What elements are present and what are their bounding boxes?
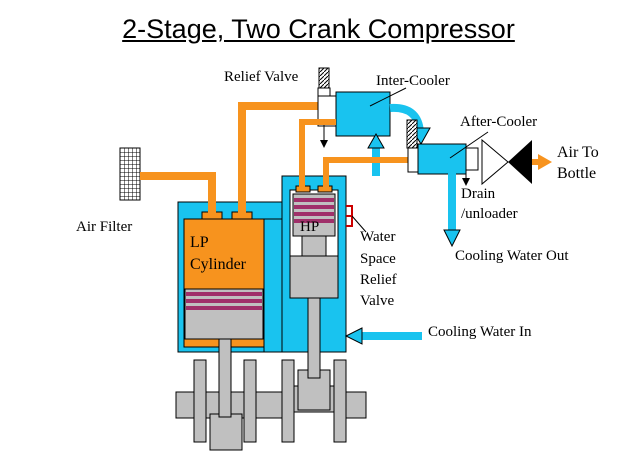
crankshaft [175,359,367,451]
label-drain: Drain [461,186,496,202]
crank-web-right-b [333,359,347,443]
label-cooling-water-out: Cooling Water Out [455,248,569,264]
crank-web-left-a [193,359,207,443]
check-valve-seat [508,140,532,184]
crank-shaft-right-end [345,391,367,419]
hp-piston [292,193,336,237]
label-cooling-water-in: Cooling Water In [428,324,532,340]
hp-connecting-rod [307,297,321,379]
lp-connecting-rod [218,338,232,418]
lp-piston [184,288,264,340]
crank-big-end-left [209,413,243,451]
lp-jacket-right-wall [263,218,283,353]
label-cylinder: Cylinder [190,256,246,273]
label-inter-cooler: Inter-Cooler [376,73,450,89]
aftercooler-relief-icon [406,119,418,149]
inter-cooler-leader [369,87,407,107]
label-hp: HP [300,219,320,235]
relief-valve-icon [318,67,330,89]
crank-big-end-right [297,369,331,411]
crank-web-right-a [281,359,295,443]
after-cooler-outlet [465,147,479,171]
hp-crosshead [289,255,339,299]
after-cooler [417,143,467,175]
lp-delivery-pipe [238,102,322,214]
label-after-cooler: After-Cooler [460,114,538,130]
crank-web-left-b [243,359,257,443]
mesh-filter-icon [119,147,141,201]
label-water: Water [360,229,396,245]
check-valve-icon [481,138,509,186]
water-space-relief-valve [346,205,353,227]
label-relief: Relief [360,272,397,288]
label-space: Space [360,251,396,267]
page-title: 2-Stage, Two Crank Compressor [122,14,515,44]
hp-delivery-pipe [323,157,408,188]
label-relief-valve: Relief Valve [224,69,299,85]
label-air-to: Air To [557,144,599,161]
label-lp: LP [190,234,209,251]
after-cooler-leader [449,131,489,159]
hp-suction-pipe [299,119,336,188]
water-space-leader [351,215,367,233]
lp-suction-pipe [140,172,216,214]
inter-cooler [335,91,391,137]
label-valve: Valve [360,293,395,309]
hp-piston-rod [301,235,327,257]
label-unloader: /unloader [461,206,518,222]
label-bottle: Bottle [557,165,597,182]
label-air-filter: Air Filter [76,219,133,235]
